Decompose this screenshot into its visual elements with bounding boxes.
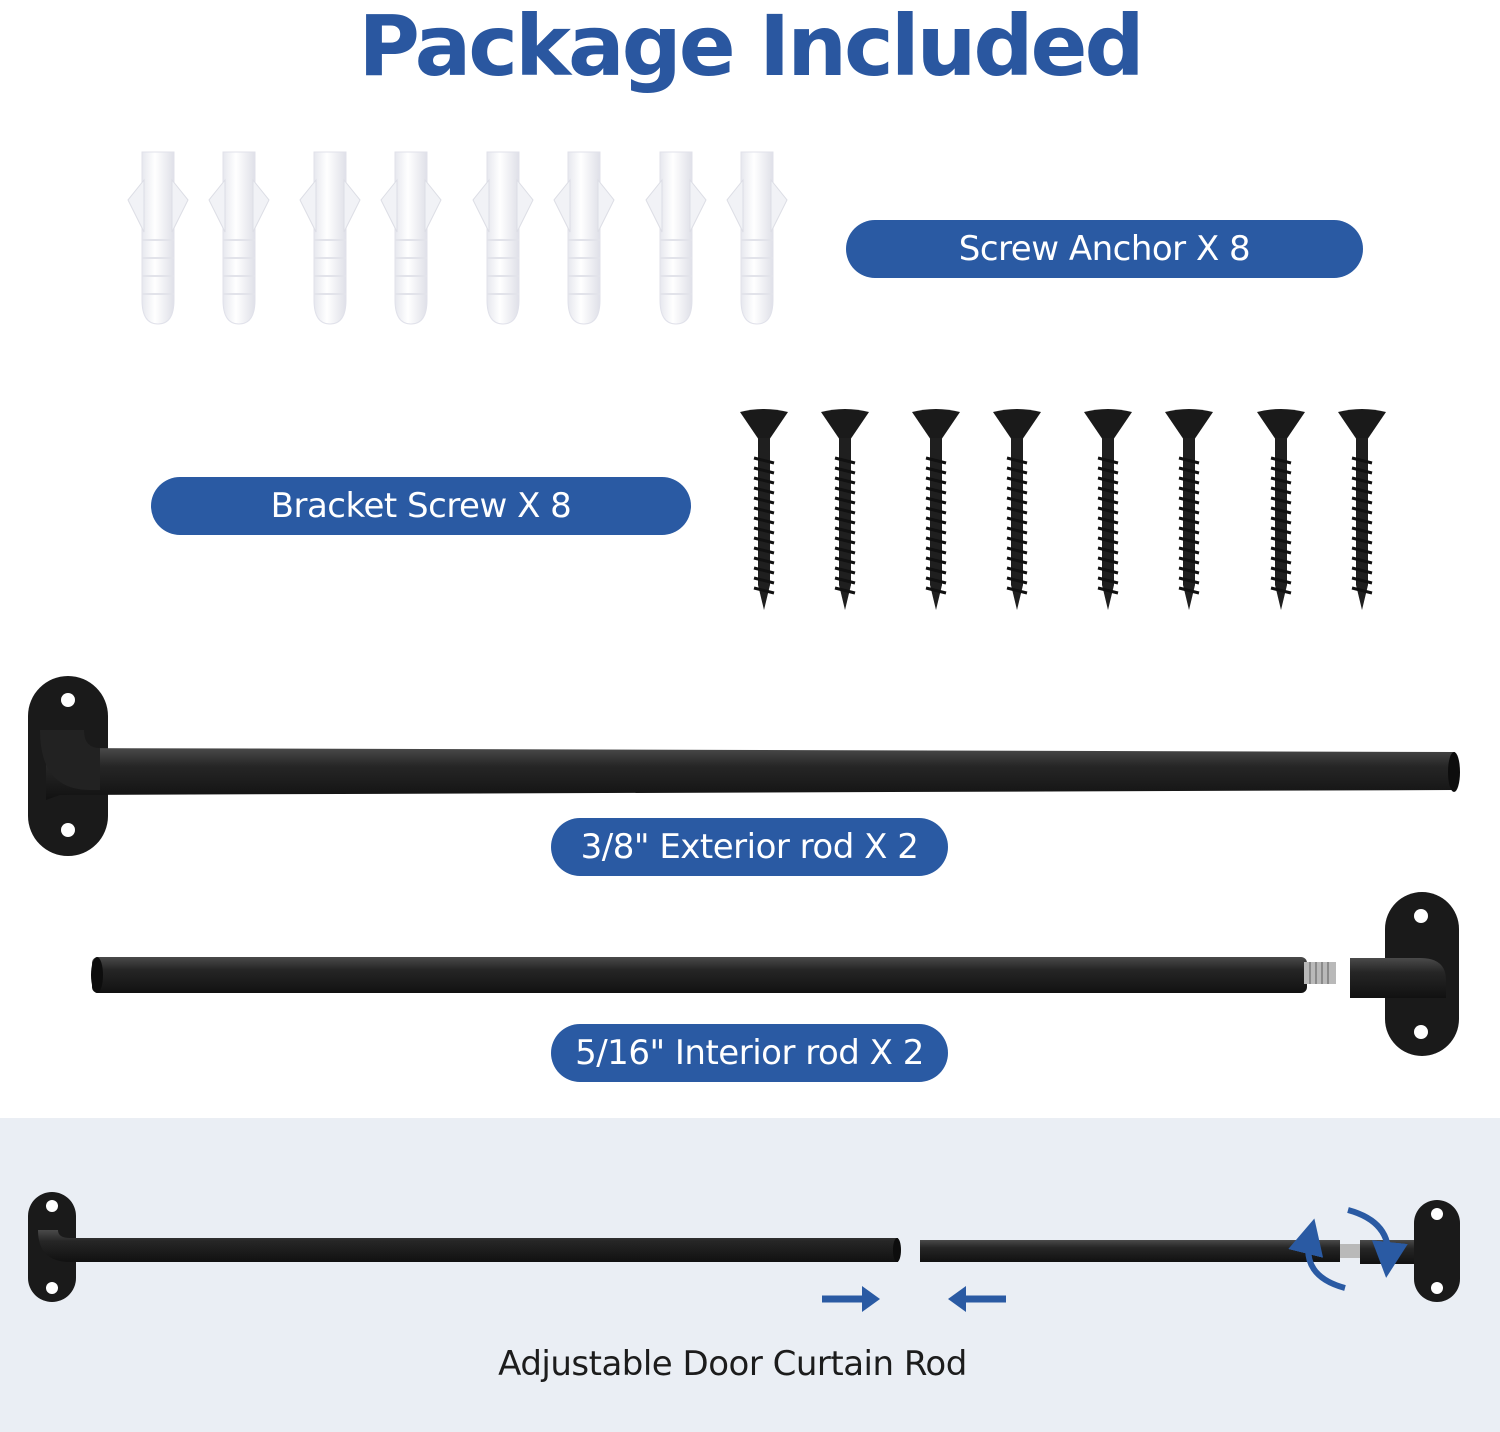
screw-anchor-icon [299, 151, 361, 325]
assembly-panel [0, 1118, 1500, 1432]
screw-anchor-icon [553, 151, 615, 325]
screw-anchor-icon [472, 151, 534, 325]
page-title: Package Included [358, 0, 1144, 95]
bracket-screw-icon [740, 409, 788, 610]
bracket-screw-icon [1257, 409, 1305, 610]
bracket-screw-label: Bracket Screw X 8 [151, 477, 691, 535]
interior-rod-illustration [91, 892, 1459, 1056]
bracket-screw-icon [1165, 409, 1213, 610]
screw-anchor-label: Screw Anchor X 8 [846, 220, 1363, 278]
screw-anchor-icon [380, 151, 442, 325]
screw-anchor-icon [208, 151, 270, 325]
exterior-rod-label: 3/8" Exterior rod X 2 [551, 818, 948, 876]
screw-anchor-icon [127, 151, 189, 325]
bracket-screw-group [740, 409, 1386, 610]
assembly-label: Adjustable Door Curtain Rod [498, 1344, 967, 1384]
assembly-illustration [28, 1192, 1460, 1312]
bracket-screw-icon [1338, 409, 1386, 610]
bracket-screw-icon [821, 409, 869, 610]
screw-anchor-icon [726, 151, 788, 325]
bracket-screw-icon [912, 409, 960, 610]
bracket-screw-icon [993, 409, 1041, 610]
screw-anchor-icon [645, 151, 707, 325]
screw-anchor-group [127, 151, 788, 325]
exterior-rod-illustration [28, 676, 1460, 856]
bracket-screw-icon [1084, 409, 1132, 610]
interior-rod-label: 5/16" Interior rod X 2 [551, 1024, 948, 1082]
